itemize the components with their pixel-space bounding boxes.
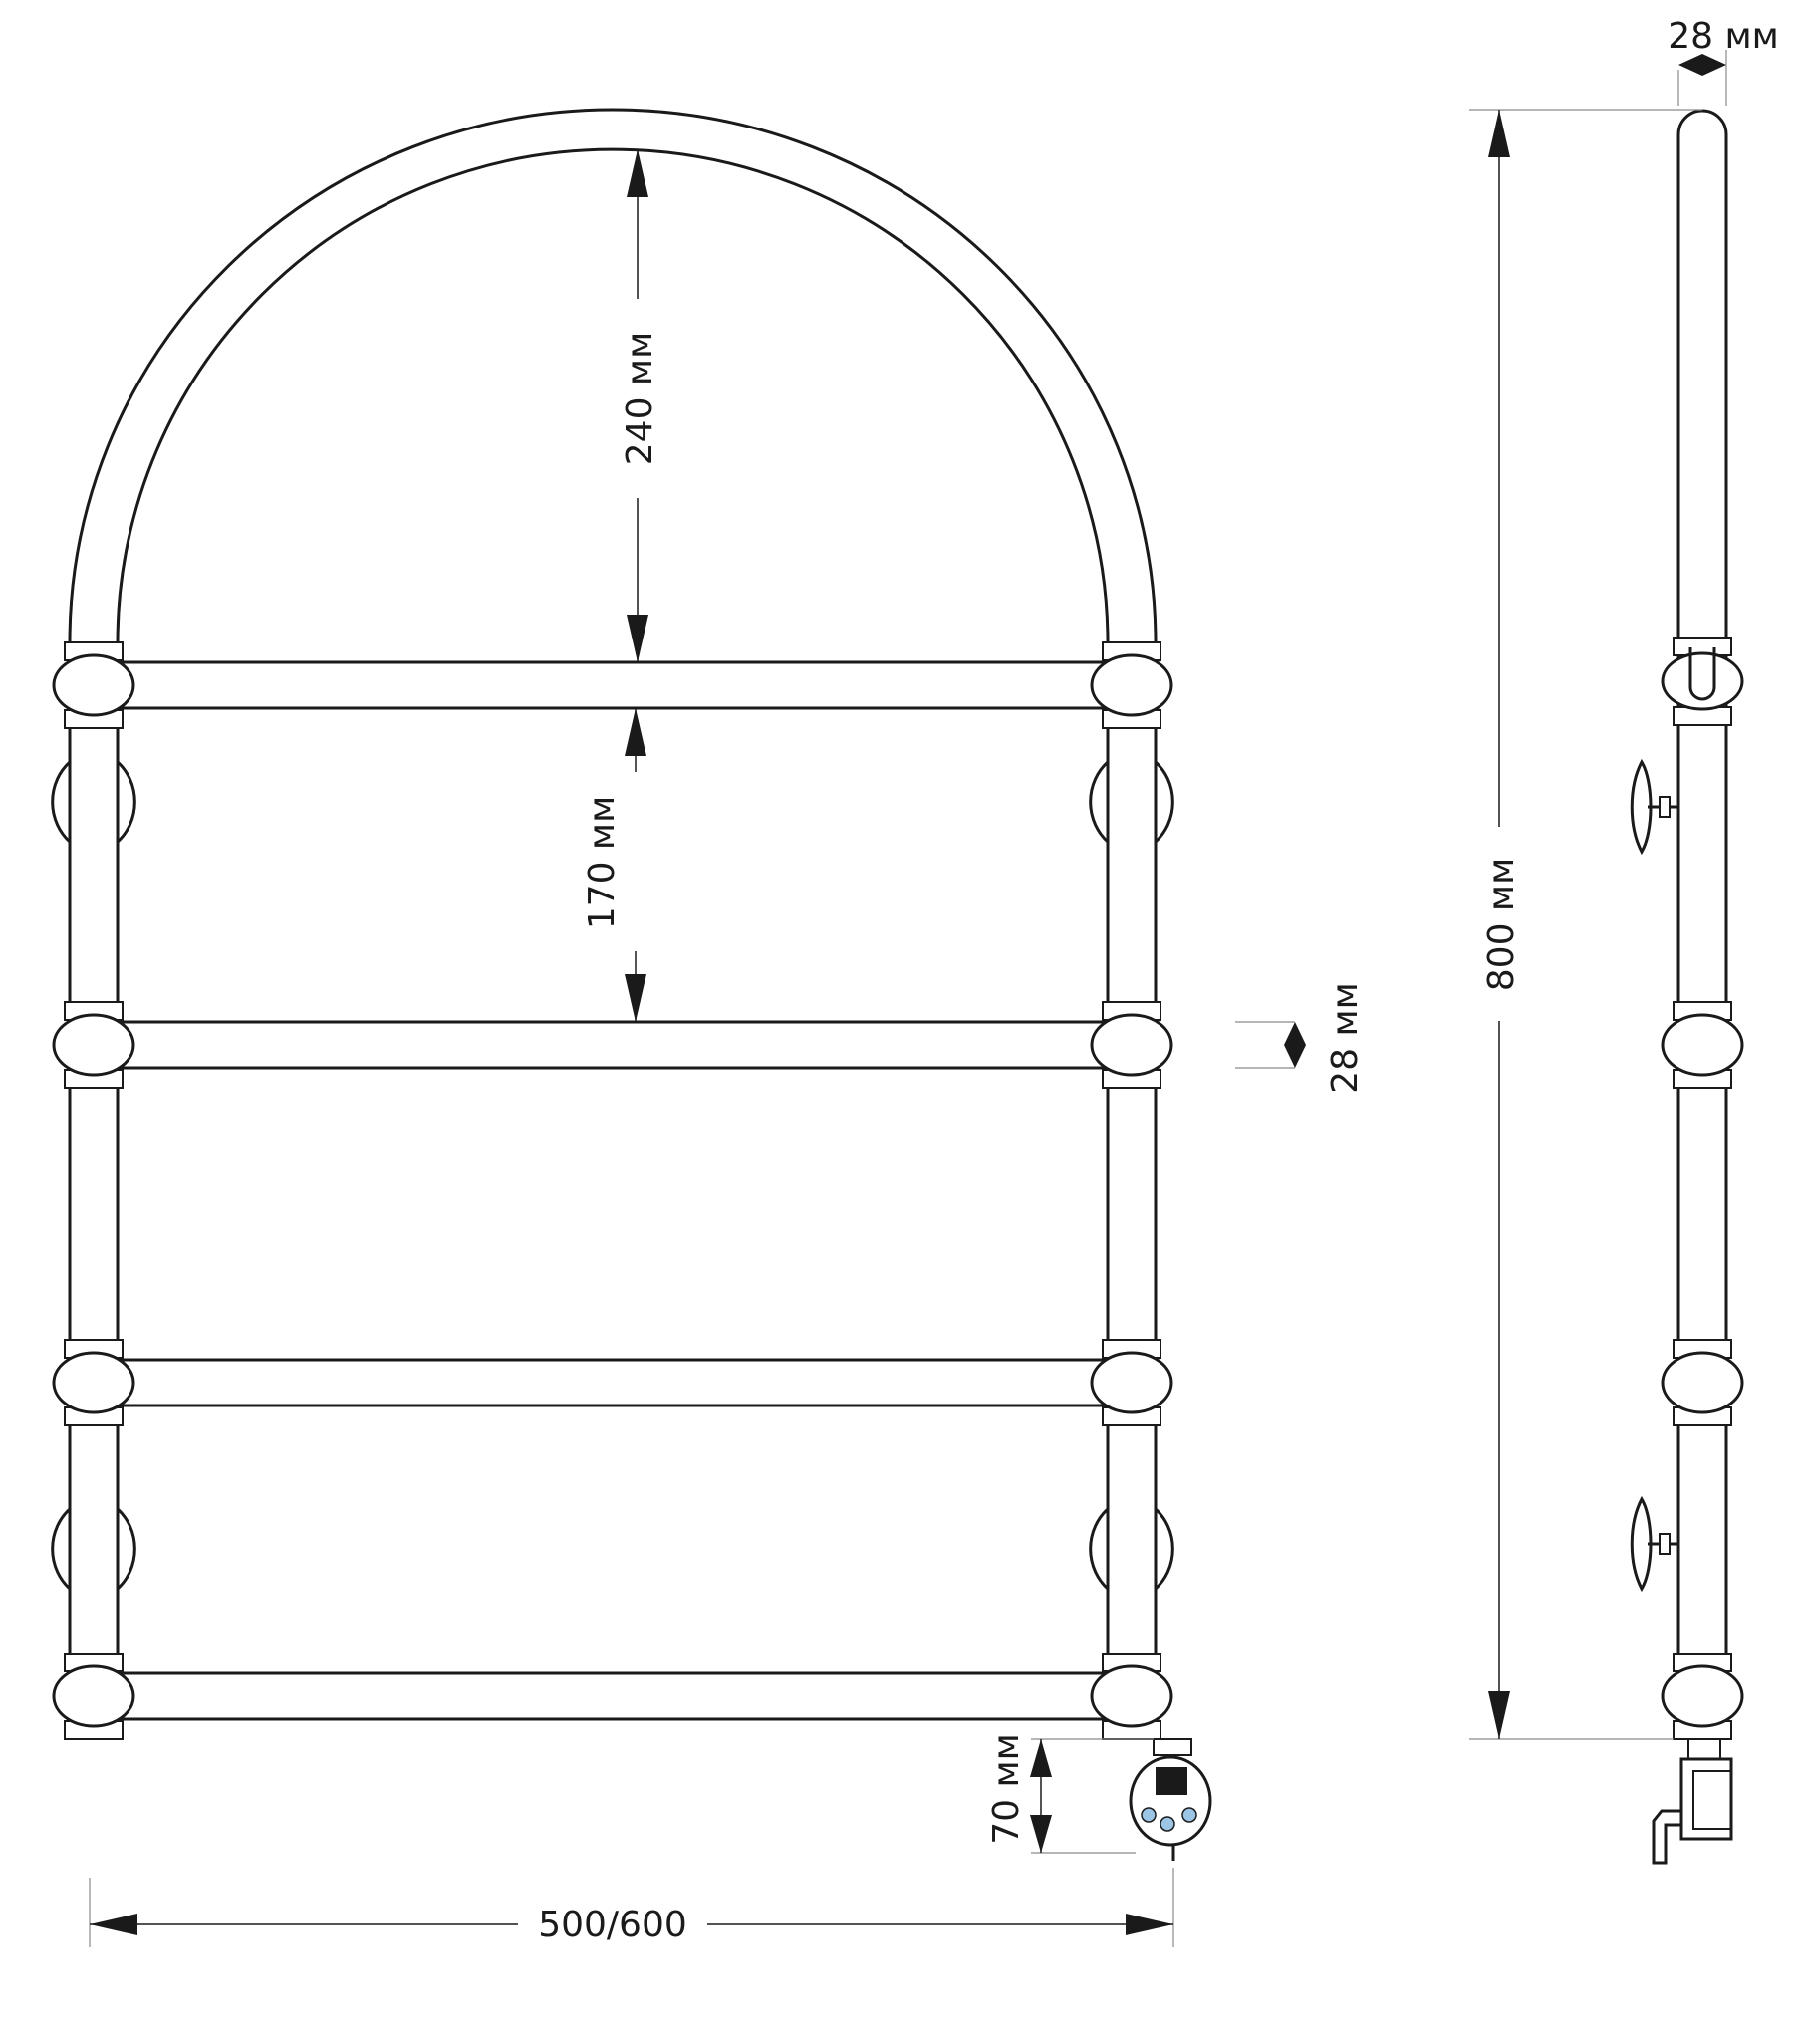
- coupling-right-2: [1090, 1001, 1173, 1089]
- coupling-left-3: [52, 1339, 135, 1426]
- rung-3: [116, 1358, 1110, 1407]
- coupling-right-3: [1090, 1339, 1173, 1426]
- heater-button-icon: [1141, 1807, 1157, 1823]
- wall-mount-left-bottom: [51, 1507, 136, 1591]
- wall-mount-right-bottom: [1089, 1507, 1174, 1591]
- side-coupling-2: [1661, 1001, 1744, 1089]
- wall-mount-left-top: [51, 760, 136, 844]
- dim-tube-diameter-front-label: 28 мм: [1325, 982, 1366, 1094]
- coupling-right-1: [1090, 641, 1173, 729]
- dim-tube-diameter-side: 28 мм: [1668, 16, 1779, 106]
- dim-total-height-label: 800 мм: [1481, 858, 1522, 991]
- coupling-left-2: [52, 1001, 135, 1089]
- dim-width-label: 500/600: [538, 1905, 687, 1945]
- side-wall-bracket-top: [1630, 758, 1678, 856]
- dim-arc-height: 240 мм: [620, 149, 660, 662]
- dim-heater-offset: 70 мм: [986, 1733, 1154, 1854]
- side-coupling-top: [1661, 637, 1744, 726]
- dim-total-height: 800 мм: [1469, 109, 1702, 1740]
- arch-tube: [68, 108, 1158, 643]
- side-coupling-4: [1661, 1653, 1744, 1740]
- dim-rung-spacing-label: 170 мм: [582, 796, 623, 929]
- dim-heater-offset-label: 70 мм: [986, 1733, 1027, 1845]
- wall-mount-right-top: [1089, 760, 1174, 844]
- right-post: [1106, 642, 1158, 1718]
- side-heater: [1652, 1738, 1733, 1865]
- electric-heater: [1129, 1738, 1212, 1861]
- dim-arc-height-label: 240 мм: [620, 332, 660, 465]
- coupling-left-1: [52, 641, 135, 729]
- left-post: [68, 642, 120, 1718]
- coupling-right-4: [1090, 1653, 1173, 1740]
- rung-2: [116, 1020, 1110, 1070]
- side-coupling-3: [1661, 1339, 1744, 1426]
- coupling-left-4: [52, 1653, 135, 1740]
- dim-rung-spacing: 170 мм: [582, 708, 646, 1022]
- rung-4: [116, 1671, 1110, 1721]
- side-tube: [1676, 109, 1728, 1738]
- side-wall-bracket-bottom: [1630, 1495, 1678, 1593]
- dim-tube-diameter-front: 28 мм: [1235, 982, 1366, 1094]
- heater-button-icon: [1160, 1816, 1175, 1832]
- heater-button-icon: [1181, 1807, 1197, 1823]
- side-view: 800 мм 28 мм: [1469, 16, 1779, 1865]
- dim-width: 500/600: [89, 1868, 1174, 1947]
- heater-display-icon: [1156, 1767, 1187, 1795]
- rung-1: [116, 660, 1110, 710]
- dim-tube-diameter-side-label: 28 мм: [1668, 16, 1779, 57]
- front-view: 240 мм 170 мм 28 мм 70 мм: [51, 108, 1366, 1947]
